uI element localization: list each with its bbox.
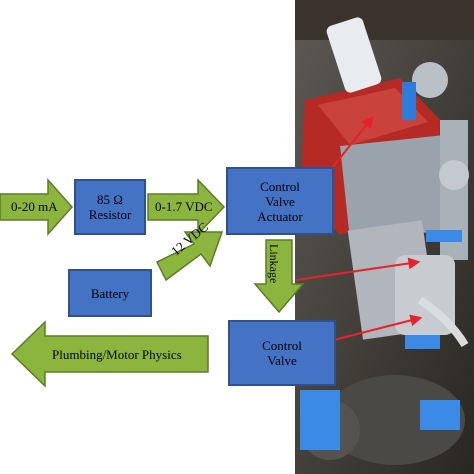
arrow-input-current bbox=[0, 178, 74, 236]
plumbing-physics-label: Plumbing/Motor Physics bbox=[52, 347, 182, 362]
linkage-label: Linkage bbox=[267, 244, 281, 284]
actuator-box: Control Valve Actuator bbox=[226, 167, 334, 235]
arrow-voltage bbox=[147, 178, 226, 236]
input-current-label: 0-20 mA bbox=[11, 199, 58, 214]
arrow-linkage bbox=[253, 239, 305, 314]
arrow-plumbing-physics bbox=[10, 320, 209, 388]
control-valve-box: Control Valve bbox=[228, 320, 336, 386]
arrow-battery-voltage bbox=[155, 231, 224, 282]
resistor-box: 85 Ω Resistor bbox=[74, 179, 146, 235]
voltage-label: 0-1.7 VDC bbox=[155, 199, 213, 214]
pointer-control-valve bbox=[325, 314, 423, 343]
valve-photo bbox=[295, 0, 474, 474]
pointer-linkage bbox=[295, 257, 421, 281]
battery-box: Battery bbox=[68, 269, 152, 317]
